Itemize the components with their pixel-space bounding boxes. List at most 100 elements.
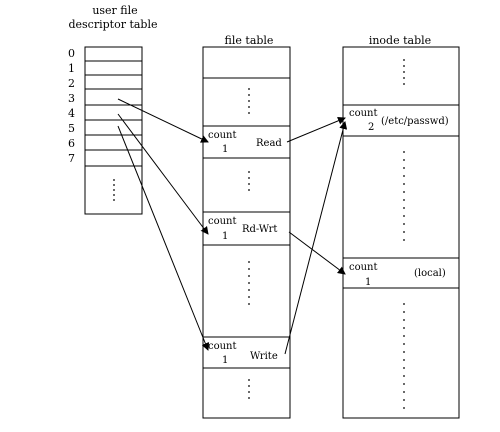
inode-entry-count-value: 1 <box>365 277 371 288</box>
ellipsis-dot <box>248 391 250 393</box>
ellipsis-dot <box>248 100 250 102</box>
ufd-table-title-line1: user file <box>92 4 137 17</box>
ellipsis-dot <box>403 231 405 233</box>
fd-index: 5 <box>68 122 75 135</box>
ellipsis-dot <box>113 184 115 186</box>
ellipsis-dot <box>403 199 405 201</box>
ellipsis-dot <box>403 83 405 85</box>
file-table-title: file table <box>225 34 274 47</box>
arrow-fd3-to-read <box>117 98 209 143</box>
arrow-fd5-to-write <box>117 125 210 351</box>
file-entry-count-label: count <box>208 216 237 227</box>
ellipsis-dot <box>113 189 115 191</box>
fd-index: 1 <box>68 62 75 75</box>
ellipsis-dot <box>248 379 250 381</box>
file-entry-mode: Read <box>256 138 282 149</box>
ellipsis-dot <box>113 194 115 196</box>
fd-index: 2 <box>68 77 75 90</box>
file-table-ellipsis <box>248 261 250 305</box>
inode-entry-local: count 1 (local) <box>349 262 446 288</box>
ellipsis-dot <box>403 375 405 377</box>
ellipsis-dot <box>403 319 405 321</box>
ellipsis-dot <box>403 191 405 193</box>
inode-entry-name: (local) <box>414 268 446 279</box>
ellipsis-dot <box>403 327 405 329</box>
arrow-fd4-to-rdwrt <box>117 113 209 235</box>
ellipsis-dot <box>248 88 250 90</box>
ellipsis-dot <box>248 94 250 96</box>
inode-entry-count-label: count <box>349 108 378 119</box>
file-entry-rd-wrt: count 1 Rd-Wrt <box>208 216 277 242</box>
ellipsis-dot <box>403 207 405 209</box>
fd-index: 7 <box>68 152 75 165</box>
ellipsis-dot <box>403 311 405 313</box>
inode-table-ellipsis <box>403 59 405 85</box>
file-entry-count-label: count <box>208 130 237 141</box>
ellipsis-dot <box>403 239 405 241</box>
ellipsis-dot <box>248 282 250 284</box>
arrow-rdwrt-to-local <box>288 231 346 275</box>
file-table-ellipsis <box>248 88 250 114</box>
ellipsis-dot <box>248 177 250 179</box>
ellipsis-dot <box>403 359 405 361</box>
ellipsis-dot <box>248 112 250 114</box>
ellipsis-dot <box>403 59 405 61</box>
inode-table-ellipsis <box>403 303 405 409</box>
inode-table-ellipsis <box>403 151 405 241</box>
ufd-table-title-line2: descriptor table <box>68 18 157 31</box>
fd-index: 3 <box>68 92 75 105</box>
ellipsis-dot <box>248 106 250 108</box>
ellipsis-dot <box>403 407 405 409</box>
ellipsis-dot <box>403 159 405 161</box>
inode-table-title: inode table <box>369 34 431 47</box>
ufd-ellipsis <box>113 179 115 201</box>
ellipsis-dot <box>403 175 405 177</box>
arrow-read-to-passwd <box>286 116 346 143</box>
ellipsis-dot <box>248 261 250 263</box>
file-entry-count-value: 1 <box>222 231 228 242</box>
ellipsis-dot <box>248 171 250 173</box>
fd-index: 0 <box>68 47 75 60</box>
ellipsis-dot <box>248 385 250 387</box>
ellipsis-dot <box>403 351 405 353</box>
file-entry-mode: Write <box>250 351 278 362</box>
ufd-table: 0 1 2 3 4 5 6 7 <box>68 46 143 215</box>
file-table-ellipsis <box>248 171 250 191</box>
inode-table: count 2 (/etc/passwd) count 1 (local) <box>342 46 460 419</box>
ellipsis-dot <box>403 167 405 169</box>
ellipsis-dot <box>403 71 405 73</box>
ellipsis-dot <box>248 275 250 277</box>
ellipsis-dot <box>248 296 250 298</box>
file-entry-count-value: 1 <box>222 144 228 155</box>
ellipsis-dot <box>403 223 405 225</box>
ufd-table-border <box>84 46 143 215</box>
arrow-write-to-passwd <box>284 121 348 355</box>
file-table: count 1 Read count 1 Rd-Wrt count 1 Writ… <box>202 46 291 419</box>
file-entry-count-label: count <box>208 341 237 352</box>
ellipsis-dot <box>403 65 405 67</box>
inode-entry-passwd: count 2 (/etc/passwd) <box>349 108 449 133</box>
inode-entry-count-value: 2 <box>368 122 374 133</box>
inode-table-border <box>342 46 460 419</box>
ellipsis-dot <box>248 397 250 399</box>
ellipsis-dot <box>248 289 250 291</box>
fd-index: 4 <box>68 107 75 120</box>
file-entry-count-value: 1 <box>222 355 228 366</box>
ellipsis-dot <box>248 303 250 305</box>
ellipsis-dot <box>403 399 405 401</box>
ellipsis-dot <box>403 151 405 153</box>
ellipsis-dot <box>113 179 115 181</box>
fd-index: 6 <box>68 137 75 150</box>
file-entry-mode: Rd-Wrt <box>242 224 277 235</box>
file-entry-write: count 1 Write <box>208 341 278 366</box>
ellipsis-dot <box>248 189 250 191</box>
ellipsis-dot <box>403 183 405 185</box>
inode-entry-count-label: count <box>349 262 378 273</box>
inode-entry-name: (/etc/passwd) <box>381 116 449 127</box>
ellipsis-dot <box>403 343 405 345</box>
ellipsis-dot <box>403 215 405 217</box>
ellipsis-dot <box>403 383 405 385</box>
file-table-ellipsis <box>248 379 250 399</box>
ellipsis-dot <box>403 335 405 337</box>
